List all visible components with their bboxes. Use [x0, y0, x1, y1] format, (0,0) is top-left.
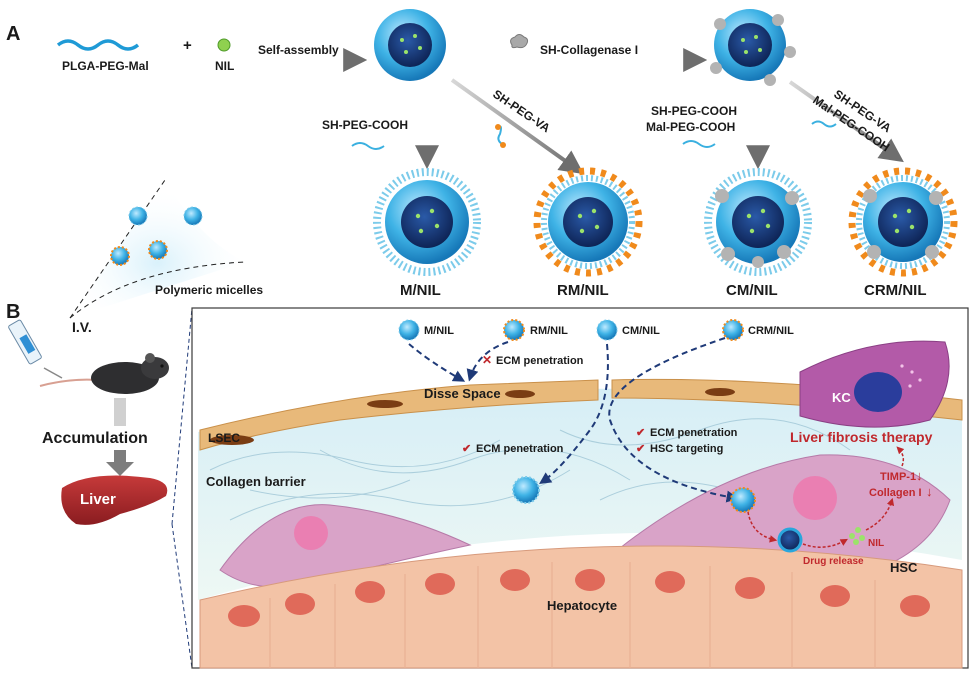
accumulation-arrow-top	[114, 398, 126, 426]
polymer-label: PLGA-PEG-Mal	[62, 59, 149, 73]
release-arrow	[802, 538, 848, 548]
legend-rm-icon	[503, 319, 525, 341]
product-m-label: M/NIL	[400, 282, 441, 299]
hepatocyte-label: Hepatocyte	[547, 598, 617, 613]
peg-chain-icon	[351, 142, 385, 150]
check-icon: ✔	[462, 443, 471, 455]
mini-micelle-icon	[148, 240, 168, 260]
path-cm	[539, 343, 609, 484]
tissue-illustration	[198, 340, 963, 669]
timp-down-arrow: ↓	[916, 468, 923, 483]
base-micelle-icon	[374, 9, 446, 81]
peg-chain-icon-cm	[682, 140, 716, 148]
path-crm	[608, 337, 739, 503]
reagent-cm-label-1: SH-PEG-COOH	[651, 104, 737, 118]
arrow-to-rm	[450, 78, 584, 175]
legend-cm-icon	[596, 319, 618, 341]
panel-a-letter: A	[6, 23, 20, 45]
collagenase-micelle-icon	[710, 9, 796, 86]
cm-micelle-icon	[704, 168, 812, 276]
cone-edge-right	[69, 261, 246, 319]
plus-sign: +	[183, 37, 192, 54]
mini-micelle-icon	[128, 206, 148, 226]
path-m	[408, 343, 466, 382]
mini-micelle-icon	[183, 206, 203, 226]
micelle-caption: Polymeric micelles	[155, 283, 263, 297]
legend-m-label: M/NIL	[424, 325, 454, 337]
product-rm-label: RM/NIL	[557, 282, 609, 299]
polymer-chain-icon	[56, 39, 140, 51]
syringe-icon	[8, 319, 63, 379]
nil-release-icon	[849, 527, 865, 545]
reagent-cm-label-2: Mal-PEG-COOH	[646, 120, 735, 134]
va-ligand-icon	[495, 124, 506, 148]
drug-label: NIL	[215, 59, 234, 73]
ecm-ok-label-2: ECM penetration	[650, 427, 738, 439]
kc-label: KC	[832, 390, 851, 405]
mini-micelle-icon	[110, 246, 130, 266]
collagenase-icon	[510, 34, 529, 49]
product-crm-label: CRM/NIL	[864, 282, 927, 299]
tissue-cm-micelle-icon	[512, 476, 540, 504]
crm-micelle-icon	[848, 167, 958, 277]
arrow-to-crm	[788, 80, 904, 163]
hsc-targeting-label: HSC targeting	[650, 443, 723, 455]
zoom-line-bottom	[171, 523, 193, 669]
legend-crm-icon	[722, 319, 744, 341]
drug-release-label: Drug release	[803, 556, 864, 567]
collagen-down-arrow: ↓	[926, 484, 933, 499]
lsec-label: LSEC	[208, 431, 240, 445]
check-icon: ✔	[636, 427, 645, 439]
collagen-i-label: Collagen I	[869, 487, 922, 499]
tissue-crm-micelle-icon	[730, 487, 756, 513]
m-micelle-icon	[373, 168, 481, 276]
legend-crm-label: CRM/NIL	[748, 325, 794, 337]
cross-icon: ✕	[482, 353, 492, 367]
self-assembly-label: Self-assembly	[258, 43, 339, 57]
effect-arrow	[865, 497, 895, 531]
route-label: I.V.	[72, 319, 92, 335]
legend-m-icon	[398, 319, 420, 341]
nil-tissue-label: NIL	[868, 538, 884, 549]
product-cm-label: CM/NIL	[726, 282, 778, 299]
mouse-icon	[39, 353, 169, 394]
ecm-ok-label-1: ECM penetration	[476, 443, 564, 455]
nil-drug-icon	[217, 38, 231, 52]
legend-cm-label: CM/NIL	[622, 325, 660, 337]
disse-label: Disse Space	[424, 386, 501, 401]
check-icon: ✔	[636, 443, 645, 455]
therapy-label: Liver fibrosis therapy	[790, 429, 933, 445]
panel-b-letter: B	[6, 301, 20, 323]
collagen-barrier-label: Collagen barrier	[206, 474, 306, 489]
ecm-fail-label: ECM penetration	[496, 355, 584, 367]
hsc-label: HSC	[890, 560, 918, 575]
legend-rm-label: RM/NIL	[530, 325, 568, 337]
accumulation-arrow-head	[106, 450, 134, 476]
therapy-arrow	[896, 446, 905, 467]
collagenase-label: SH-Collagenase I	[540, 43, 638, 57]
liver-icon	[61, 475, 168, 525]
uptake-arrow	[747, 511, 778, 543]
timp-label: TIMP-1	[880, 471, 916, 483]
accumulation-label: Accumulation	[42, 430, 148, 447]
peg-chain-icon-crm	[811, 120, 837, 128]
internalized-micelle-icon	[777, 527, 803, 553]
reagent-m-label: SH-PEG-COOH	[322, 118, 408, 132]
path-rm	[466, 341, 509, 382]
liver-label: Liver	[80, 491, 116, 508]
zoom-line-top	[171, 307, 193, 525]
rm-micelle-icon	[533, 167, 643, 277]
